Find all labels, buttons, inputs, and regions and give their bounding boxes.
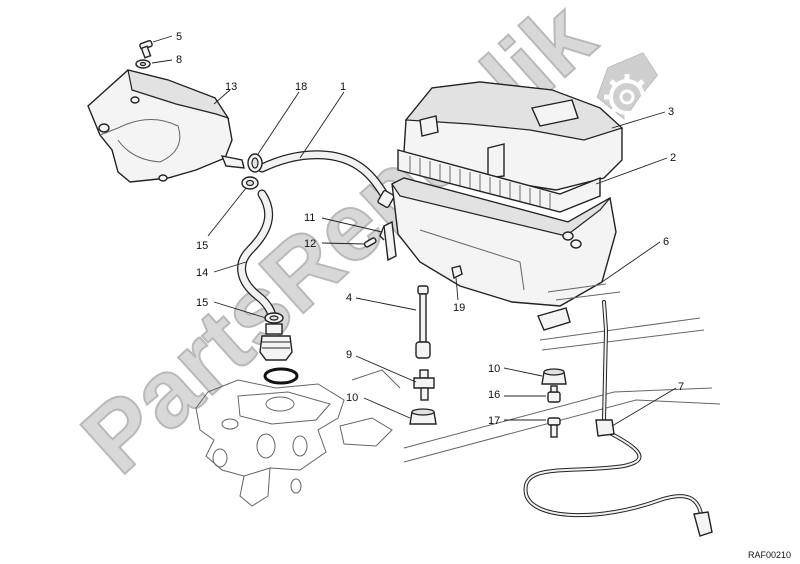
callout-6: 6	[663, 236, 669, 248]
hose-14	[237, 189, 277, 323]
airbox-bracket	[537, 283, 621, 331]
engine-crankcase	[195, 369, 401, 507]
breather-fitting	[259, 323, 293, 361]
callout-14: 14	[196, 267, 208, 279]
callout-3: 3	[668, 106, 674, 118]
callout-10-left: 10	[346, 392, 358, 404]
callout-9: 9	[346, 349, 352, 361]
callout-7: 7	[678, 381, 684, 393]
o-ring	[263, 367, 299, 385]
leader-lines	[151, 35, 677, 427]
hose-1	[257, 150, 395, 209]
grommet-10-left	[409, 408, 437, 425]
airbox-lid-3	[403, 81, 624, 191]
callout-12: 12	[304, 238, 316, 250]
grommet-10-right	[541, 368, 567, 385]
bolt-5	[139, 39, 153, 59]
callout-1: 1	[340, 81, 346, 93]
clip-11	[379, 220, 397, 262]
callout-13: 13	[225, 81, 237, 93]
callout-4: 4	[346, 292, 352, 304]
nut-19	[451, 265, 463, 280]
callout-10-right: 10	[488, 363, 500, 375]
callout-19: 19	[453, 302, 465, 314]
callouts: 5 8 13 18 1 3 2 11 12 6 15 14 15 4 19 9 …	[176, 31, 684, 427]
rubber-mount-9	[413, 369, 435, 401]
callout-17: 17	[488, 415, 500, 427]
callout-5: 5	[176, 31, 182, 43]
pin-12	[363, 237, 377, 248]
callout-2: 2	[670, 152, 676, 164]
callout-15-upper: 15	[196, 240, 208, 252]
washer-8	[135, 59, 151, 69]
clamp-15-lower	[264, 312, 284, 324]
clamp-18	[247, 153, 263, 173]
drain-hose-7	[523, 300, 713, 537]
airbox-base-6	[391, 177, 617, 307]
callout-16: 16	[488, 389, 500, 401]
frame-rails	[403, 317, 721, 463]
screw-17	[547, 417, 561, 438]
callout-18: 18	[295, 81, 307, 93]
gear-icon	[596, 52, 659, 120]
spacer-16	[547, 385, 561, 403]
callout-15-lower: 15	[196, 297, 208, 309]
stud-4	[415, 285, 431, 359]
catch-tank-13	[87, 69, 245, 183]
callout-8: 8	[176, 54, 182, 66]
clamp-15-upper	[241, 176, 259, 190]
callout-11: 11	[304, 212, 315, 224]
air-filter-2	[397, 149, 601, 213]
reference-code: RAF00210	[748, 550, 791, 560]
